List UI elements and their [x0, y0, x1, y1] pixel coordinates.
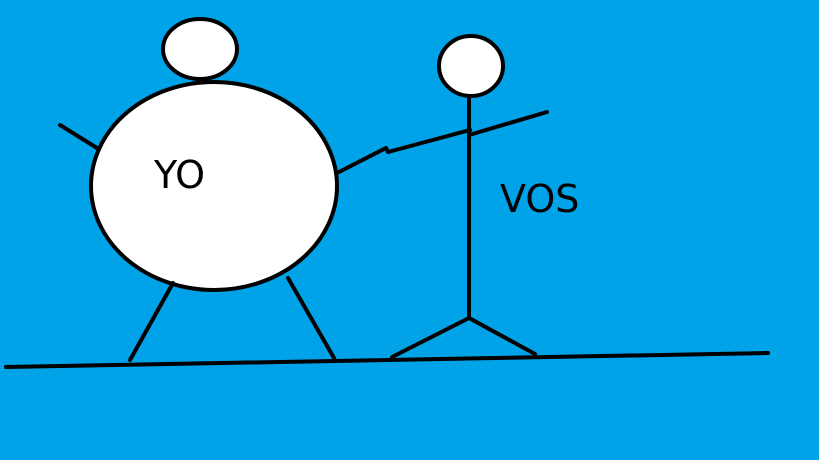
- figure-yo-head: [161, 17, 239, 81]
- figure-yo-body: [89, 80, 339, 292]
- figure-vos-head: [437, 34, 505, 98]
- figure-yo-right-arm: [335, 128, 472, 175]
- label-yo: YO: [154, 153, 206, 197]
- ground-line: [4, 351, 770, 369]
- figure-vos-left-leg: [390, 316, 471, 359]
- label-vos: VOS: [500, 177, 580, 221]
- figure-vos: [390, 34, 549, 359]
- figure-vos-right-arm: [467, 110, 549, 137]
- figure-yo-left-arm: [58, 123, 99, 150]
- figure-yo: [58, 17, 472, 362]
- figure-yo-right-leg: [286, 276, 336, 360]
- figure-yo-left-leg: [128, 281, 175, 362]
- figure-vos-right-leg: [467, 316, 537, 356]
